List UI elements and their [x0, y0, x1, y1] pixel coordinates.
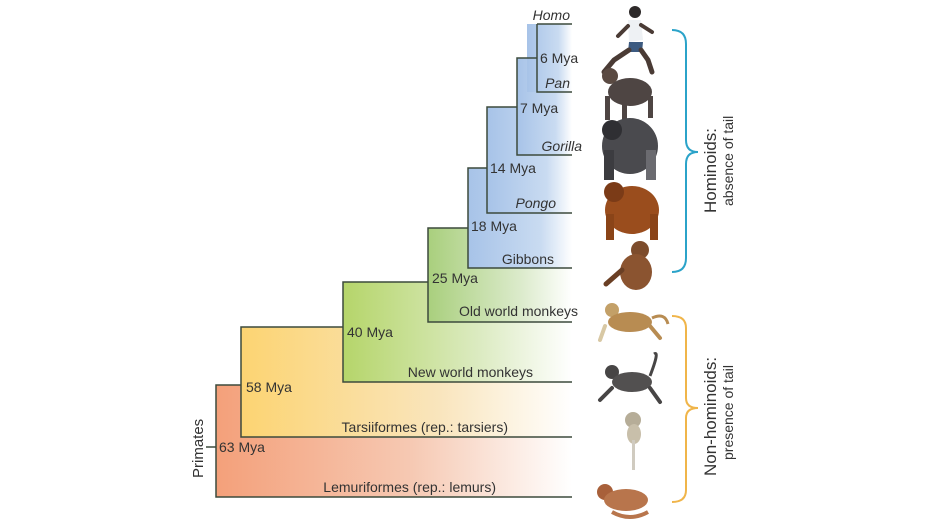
spider-monkey-icon: [598, 351, 662, 404]
tree-branches: [206, 23, 572, 498]
macaque-icon: [598, 303, 670, 342]
lemur-icon: [597, 484, 649, 519]
taxon-label-tarsiiformes: Tarsiiformes (rep.: tarsiers): [342, 419, 508, 435]
taxon-label-old-world-monkeys: Old world monkeys: [459, 303, 578, 319]
running-human-icon: [601, 6, 655, 75]
node-label-14: 14 Mya: [490, 160, 536, 176]
non-hominoids-title: Non-hominoids:: [701, 357, 720, 476]
animal-illustrations: [597, 6, 670, 519]
taxon-label-lemuriformes: Lemuriformes (rep.: lemurs): [323, 479, 496, 495]
taxon-label-pongo: Pongo: [516, 195, 557, 211]
hominoids-brace: [671, 29, 699, 273]
node-label-40: 40 Mya: [347, 324, 393, 340]
node-label-25: 25 Mya: [432, 270, 478, 286]
node-label-6: 6 Mya: [540, 50, 578, 66]
chimpanzee-icon: [602, 68, 653, 120]
taxon-label-gibbons: Gibbons: [502, 251, 554, 267]
node-label-63: 63 Mya: [219, 439, 265, 455]
non-hominoids-subtitle: presence of tail: [720, 365, 736, 460]
orangutan-icon: [604, 182, 659, 240]
hominoids-title: Hominoids:: [701, 128, 720, 213]
node-label-18: 18 Mya: [471, 218, 517, 234]
node-label-58: 58 Mya: [246, 379, 292, 395]
root-label-primates: Primates: [190, 419, 207, 478]
gibbon-icon: [603, 241, 652, 290]
gorilla-icon: [602, 118, 658, 180]
node-label-7: 7 Mya: [520, 100, 558, 116]
non-hominoids-brace: [671, 315, 699, 503]
tarsier-icon: [625, 412, 641, 470]
taxon-label-new-world-monkeys: New world monkeys: [408, 364, 533, 380]
taxon-label-homo: Homo: [533, 7, 571, 23]
taxon-label-gorilla: Gorilla: [542, 138, 583, 154]
hominoids-subtitle: absence of tail: [720, 116, 736, 206]
taxon-label-pan: Pan: [545, 75, 570, 91]
